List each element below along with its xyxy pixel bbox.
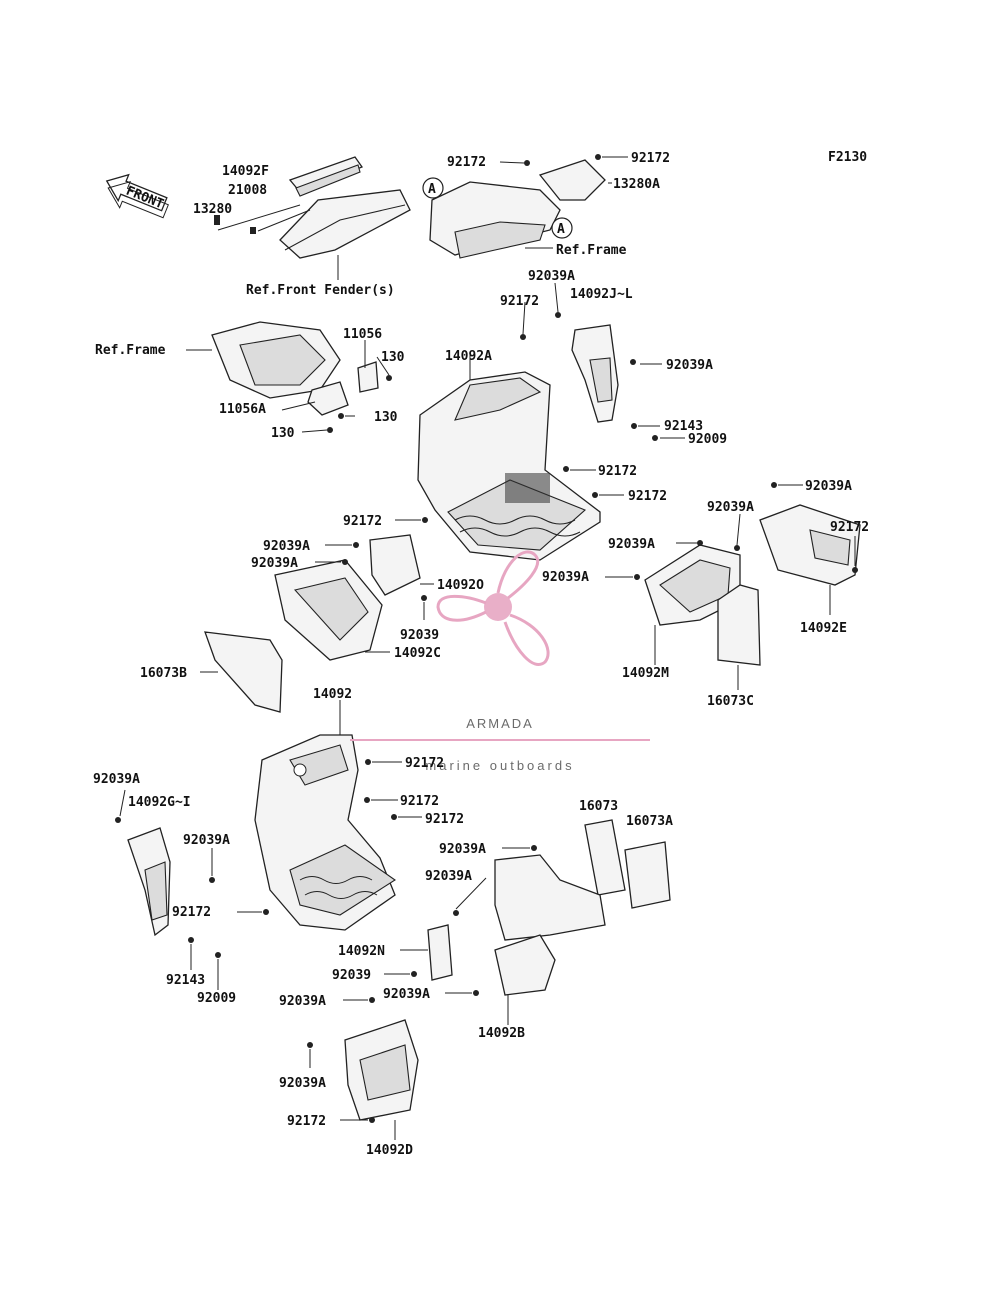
part-label: 130 (374, 410, 398, 425)
part-label: 13280 (193, 202, 232, 217)
part-label: 92172 (628, 489, 667, 504)
part-label: 92039A (666, 358, 713, 373)
middle-fasteners (395, 466, 624, 523)
part-label: 92172 (343, 514, 382, 529)
fender-outline (279, 189, 411, 259)
part-label: 13280A (613, 177, 660, 192)
part-label: 92172 (631, 151, 670, 166)
part-label: 14092A (445, 349, 492, 364)
part-label: 92039A (263, 539, 310, 554)
part-label: 92172 (405, 756, 444, 771)
part-label: 21008 (228, 183, 267, 198)
bracket-11056A (307, 381, 349, 416)
part-label: 92039A (707, 500, 754, 515)
part-label: 92039A (425, 869, 472, 884)
part-label: 92172 (425, 812, 464, 827)
lower-right-panels (384, 819, 671, 1025)
part-label: 92039A (279, 994, 326, 1009)
part-label: 92143 (664, 419, 703, 434)
frame-group-left (186, 321, 392, 433)
part-label: 11056A (219, 402, 266, 417)
part-label: 14092F (222, 164, 269, 179)
watermark-name: ARMADA (466, 716, 534, 731)
panel-14092O (369, 534, 421, 596)
propeller-blade-2 (503, 613, 550, 666)
part-label: 92172 (447, 155, 486, 170)
part-label: 14092M (622, 666, 669, 681)
bracket-11056 (357, 361, 379, 393)
ref-frame-left-label: Ref.Frame (95, 343, 166, 358)
part-label: 92172 (598, 464, 637, 479)
side-panel-14092J (520, 282, 685, 441)
part-label: 14092J~L (570, 287, 633, 302)
floorboard-14092A (417, 355, 601, 561)
part-label: 92039A (279, 1076, 326, 1091)
part-label: 16073C (707, 694, 754, 709)
panel-14092B-upper (494, 854, 606, 941)
frame-group-top: A A (422, 154, 628, 259)
right-middle-panels (605, 482, 861, 690)
part-label: 92039A (528, 269, 575, 284)
propeller-hub (484, 593, 512, 621)
part-label: 14092N (338, 944, 385, 959)
part-label: 14092D (366, 1143, 413, 1158)
ref-front-fender-label: Ref.Front Fender(s) (246, 283, 395, 298)
part-label: 92039 (332, 968, 371, 983)
part-label: 92039A (805, 479, 852, 494)
panel-16073A (624, 841, 671, 909)
part-label: 16073 (579, 799, 618, 814)
part-label: 92039A (183, 833, 230, 848)
part-label: 92009 (197, 991, 236, 1006)
ref-frame-top-label: Ref.Frame (556, 243, 627, 258)
part-label: 92172 (400, 794, 439, 809)
part-label: 14092G~I (128, 795, 191, 810)
part-label: 92039A (542, 570, 589, 585)
part-label: 92172 (500, 294, 539, 309)
part-label: 92039A (383, 987, 430, 1002)
floorboard-14092 (237, 700, 422, 931)
part-label: 92039A (439, 842, 486, 857)
side-panel-14092G (115, 789, 221, 990)
panel-16073 (584, 819, 626, 896)
propeller-blade-3 (436, 594, 487, 622)
part-label: 92039A (608, 537, 655, 552)
panel-14092E (759, 504, 861, 586)
part-label: 14092B (478, 1026, 525, 1041)
panel-16073C (717, 584, 761, 666)
part-label: 16073A (626, 814, 673, 829)
front-direction-arrow: FRONT (105, 173, 169, 219)
part-label: 16073B (140, 666, 187, 681)
figure-code: F2130 (828, 150, 867, 165)
panel-14092N (427, 924, 453, 981)
part-label: 14092 (313, 687, 352, 702)
part-label: 14092O (437, 578, 484, 593)
propeller-blade-1 (496, 550, 539, 600)
front-label: FRONT (124, 184, 166, 213)
part-label: 92143 (166, 973, 205, 988)
part-label: 130 (271, 426, 295, 441)
part-label: 14092E (800, 621, 847, 636)
section-marker-left: A (428, 182, 436, 197)
part-label: 14092C (394, 646, 441, 661)
watermark-tagline: marine outboards (425, 758, 574, 773)
left-middle-panels (200, 534, 434, 713)
part-label: 130 (381, 350, 405, 365)
panel-14092B (494, 934, 556, 996)
bracket-13280A (538, 159, 606, 201)
section-marker-right: A (557, 222, 565, 237)
part-label: 92172 (830, 520, 869, 535)
panel-14092D-group (307, 997, 419, 1140)
part-label: 92172 (287, 1114, 326, 1129)
part-label: 11056 (343, 327, 382, 342)
fender-cover-group (214, 156, 411, 280)
part-label: 92172 (172, 905, 211, 920)
armada-watermark: ARMADA marine outboards (350, 550, 650, 773)
part-label: 92039 (400, 628, 439, 643)
part-label: 92039A (93, 772, 140, 787)
panel-16073B (204, 631, 283, 713)
part-label: 92009 (688, 432, 727, 447)
part-label: 92039A (251, 556, 298, 571)
